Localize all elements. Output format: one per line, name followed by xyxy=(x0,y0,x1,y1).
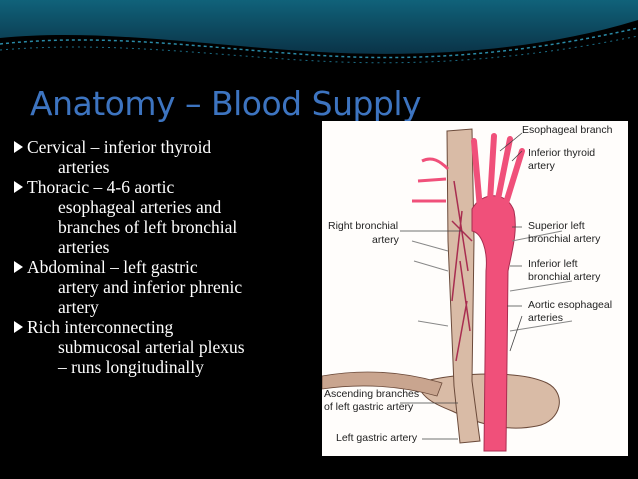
label-inferior-thyroid-2: artery xyxy=(528,160,556,172)
bullet-arrow-icon xyxy=(14,261,23,273)
header-wave-decoration xyxy=(0,0,638,64)
label-superior-left: Superior left xyxy=(528,220,585,232)
bullet-line: Cervical – inferior thyroid xyxy=(27,137,212,157)
bullet-line: Abdominal – left gastric xyxy=(27,257,198,277)
thyroid-branches xyxy=(412,157,450,203)
bullet-line: Rich interconnecting xyxy=(27,317,174,337)
label-ascending-branches: Ascending branches xyxy=(324,388,419,400)
bullet-arrow-icon xyxy=(14,321,23,333)
slide-title: Anatomy – Blood Supply xyxy=(30,84,422,123)
bullet-item: Abdominal – left gastric artery and infe… xyxy=(14,257,314,317)
label-right-bronchial: Right bronchial xyxy=(328,220,398,232)
label-aortic-esophageal-2: arteries xyxy=(528,312,563,324)
label-inferior-left-2: bronchial artery xyxy=(528,271,601,283)
bullet-line: – runs longitudinally xyxy=(58,357,204,377)
bullet-line: Thoracic – 4-6 aortic xyxy=(27,177,175,197)
side-branches xyxy=(411,230,573,332)
label-pointers xyxy=(400,132,523,440)
bullet-line: arteries xyxy=(58,157,110,177)
bullet-line: arteries xyxy=(58,237,110,257)
bullet-arrow-icon xyxy=(14,141,23,153)
bullet-line: esophageal arteries and xyxy=(58,197,222,217)
bullet-list: Cervical – inferior thyroid arteries Tho… xyxy=(14,137,314,377)
label-superior-left-2: bronchial artery xyxy=(528,233,601,245)
anatomy-illustration: Esophageal branch Inferior thyroid arter… xyxy=(322,124,613,452)
label-esophageal-branch: Esophageal branch xyxy=(522,124,613,136)
label-right-bronchial-2: artery xyxy=(372,234,400,246)
label-aortic-esophageal: Aortic esophageal xyxy=(528,299,612,311)
bullet-line: branches of left bronchial xyxy=(58,217,238,237)
bullet-line: submucosal arterial plexus xyxy=(58,337,245,357)
label-left-gastric: Left gastric artery xyxy=(336,432,418,444)
bullet-line: artery and inferior phrenic xyxy=(58,277,243,297)
stomach-wall xyxy=(322,371,443,397)
submucosal-plexus xyxy=(451,180,473,362)
esophagus-blood-supply-figure: Esophageal branch Inferior thyroid arter… xyxy=(322,121,628,456)
bullet-arrow-icon xyxy=(14,181,23,193)
bullet-line: artery xyxy=(58,297,99,317)
bullet-item: Rich interconnecting submucosal arterial… xyxy=(14,317,314,377)
label-ascending-branches-2: of left gastric artery xyxy=(324,401,414,413)
bullet-item: Thoracic – 4-6 aortic esophageal arterie… xyxy=(14,177,314,257)
label-inferior-left: Inferior left xyxy=(528,258,578,270)
bullet-item: Cervical – inferior thyroid arteries xyxy=(14,137,314,177)
label-inferior-thyroid: Inferior thyroid xyxy=(528,147,595,159)
neck-arteries xyxy=(471,133,525,212)
